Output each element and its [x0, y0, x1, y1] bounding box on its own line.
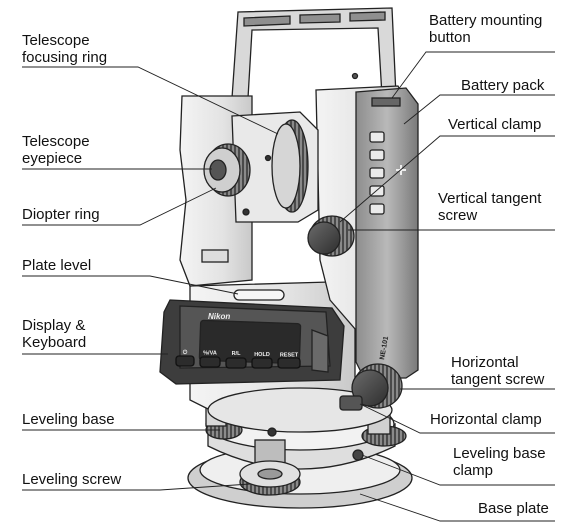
- eyepiece-illustration: [203, 143, 251, 197]
- leader-leveling-base-clamp: [361, 454, 555, 486]
- label-display-keyboard: Display &Keyboard: [22, 317, 87, 351]
- keypad: [175, 355, 301, 369]
- leader-telescope-focusing-ring: [22, 66, 279, 135]
- carrying-handle: [231, 7, 397, 99]
- key-legend: RESET: [280, 352, 299, 358]
- leader-plate-level: [22, 275, 239, 295]
- key-legend: %/VA: [203, 351, 217, 357]
- label-base-plate: Base plate: [478, 500, 549, 517]
- label-battery-pack: Battery pack: [461, 77, 545, 94]
- model-mark: NE-101: [379, 336, 390, 361]
- leader-horizontal-clamp: [359, 403, 555, 434]
- brand-mark: Nikon: [208, 312, 230, 321]
- label-horizontal-clamp: Horizontal clamp: [430, 411, 542, 428]
- key-legend: HOLD: [254, 352, 270, 358]
- leader-lines: [22, 51, 555, 522]
- vertical-tangent-knob: [307, 215, 355, 257]
- telescope: [203, 111, 319, 223]
- leader-base-plate: [359, 493, 555, 522]
- label-leveling-screw: Leveling screw: [22, 471, 122, 488]
- leader-battery-mounting-button: [391, 51, 555, 99]
- key-legend: R/L: [232, 351, 242, 357]
- key-legend: ⏻: [183, 349, 188, 356]
- leader-leveling-screw: [22, 483, 251, 491]
- leveling-screw-front: [239, 439, 301, 496]
- focusing-ring-illustration: [271, 119, 309, 213]
- label-leveling-base: Leveling base: [22, 411, 115, 428]
- leader-battery-pack: [403, 94, 555, 125]
- label-vertical-clamp: Vertical clamp: [448, 116, 542, 133]
- leader-diopter-ring: [22, 187, 217, 226]
- label-diopter-ring: Diopter ring: [22, 206, 100, 223]
- horizontal-tangent-knob: [339, 363, 403, 411]
- plate-level-vial: [233, 289, 285, 301]
- battery-pack-illustration: NE-101: [355, 87, 419, 379]
- label-plate-level: Plate level: [22, 257, 92, 274]
- leader-vertical-clamp: [339, 135, 555, 223]
- display-panel: Nikon: [159, 299, 345, 385]
